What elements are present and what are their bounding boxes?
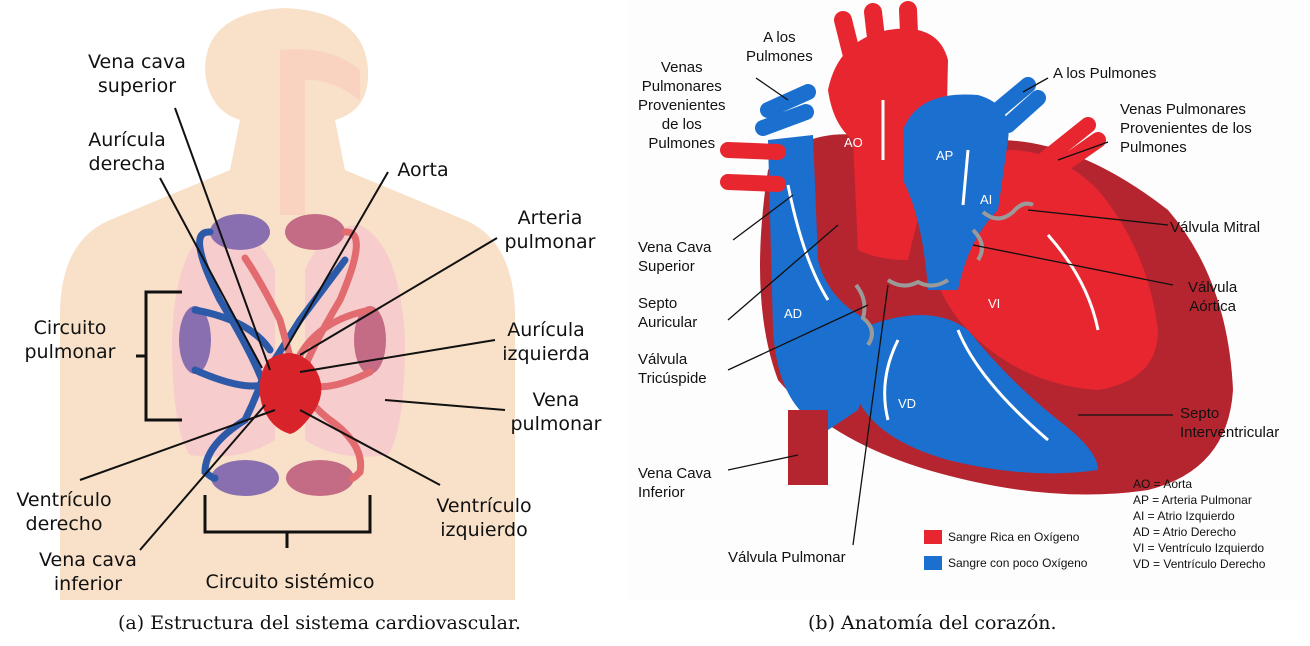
abbreviation-item: AI = Atrio Izquierdo	[1133, 508, 1265, 524]
caption-b: (b) Anatomía del corazón.	[808, 612, 1057, 634]
chamber-label-ap: AP	[936, 148, 953, 163]
legend-swatch-deoxygenated	[924, 556, 942, 570]
chamber-label-ao: AO	[844, 135, 863, 150]
legend-label-deoxygenated: Sangre con poco Oxígeno	[948, 556, 1087, 570]
abbreviation-item: AP = Arteria Pulmonar	[1133, 492, 1265, 508]
inferior-vena-cava	[788, 410, 828, 485]
caption-a: (a) Estructura del sistema cardiovascula…	[118, 612, 521, 634]
label-circuito-sistemico: Circuito sistémico	[190, 570, 390, 594]
label-valvula-pulmonar: Válvula Pulmonar	[728, 548, 846, 567]
label-valvula-mitral: Válvula Mitral	[1170, 218, 1260, 237]
chamber-label-vi: VI	[988, 296, 1000, 311]
pulmonary-artery-branches-left	[763, 92, 808, 128]
label-aorta: Aorta	[388, 158, 458, 182]
abbreviation-item: VD = Ventrículo Derecho	[1133, 556, 1265, 572]
label-a-los-pulmones-right: A los Pulmones	[1053, 64, 1156, 83]
abbreviation-item: AD = Atrio Derecho	[1133, 524, 1265, 540]
abbreviation-item: AO = Aorta	[1133, 476, 1265, 492]
chamber-label-vd: VD	[898, 396, 916, 411]
abbreviation-item: VI = Ventrículo Izquierdo	[1133, 540, 1265, 556]
chamber-label-ad: AD	[784, 306, 802, 321]
pulmonary-artery-branches-right	[998, 85, 1038, 125]
legend-swatch-oxygenated	[924, 530, 942, 544]
legend-label-oxygenated: Sangre Rica en Oxígeno	[948, 530, 1079, 544]
abbreviation-list: AO = Aorta AP = Arteria Pulmonar AI = At…	[1133, 476, 1265, 572]
chamber-label-ai: AI	[980, 192, 992, 207]
